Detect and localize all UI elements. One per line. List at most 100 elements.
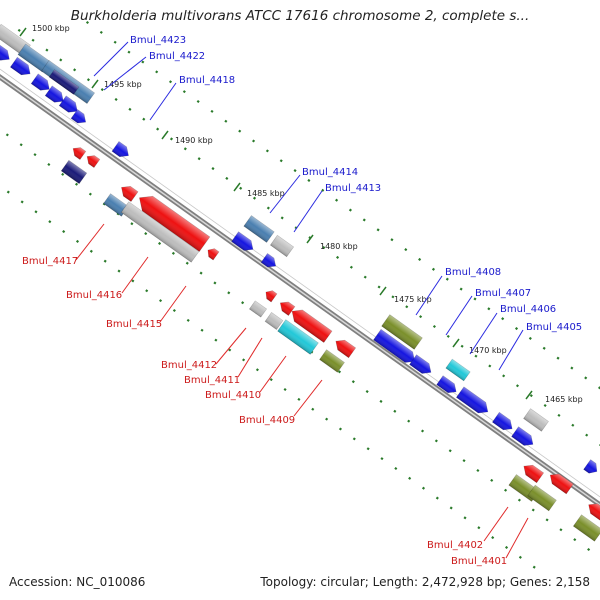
gene-reverse[interactable] bbox=[277, 298, 296, 316]
guide-dash bbox=[335, 198, 339, 202]
gene-label-forward[interactable]: Bmul_4414 bbox=[269, 167, 358, 214]
gene-shading bbox=[249, 300, 267, 318]
guide-dash bbox=[266, 206, 270, 210]
gene-shading bbox=[112, 141, 129, 157]
gene-reverse[interactable] bbox=[288, 306, 333, 343]
gene-forward[interactable] bbox=[491, 411, 515, 433]
gene-feature[interactable] bbox=[48, 69, 80, 95]
tick-label: 1500 kbp bbox=[32, 24, 70, 33]
guide-dash bbox=[529, 394, 533, 398]
gene-label-text: Bmul_4401 bbox=[451, 556, 507, 567]
gene-reverse[interactable] bbox=[332, 336, 357, 359]
gene-label-reverse[interactable]: Bmul_4411 bbox=[184, 337, 263, 386]
gene-forward[interactable] bbox=[583, 459, 600, 477]
guide-dash bbox=[542, 346, 546, 350]
guide-dash bbox=[211, 167, 215, 171]
gene-forward[interactable] bbox=[9, 56, 33, 78]
gene-shading bbox=[0, 43, 10, 61]
gene-forward[interactable] bbox=[0, 43, 13, 64]
gene-feature[interactable] bbox=[277, 319, 319, 355]
gene-feature[interactable] bbox=[527, 484, 557, 512]
gene-feature[interactable] bbox=[445, 358, 471, 382]
gene-forward[interactable] bbox=[260, 253, 279, 270]
gene-label-reverse[interactable]: Bmul_4415 bbox=[106, 285, 187, 330]
gene-label-reverse[interactable]: Bmul_4416 bbox=[66, 256, 149, 301]
gene-label-text: Bmul_4412 bbox=[161, 360, 217, 371]
gene-feature[interactable] bbox=[381, 314, 423, 350]
gene-feature[interactable] bbox=[264, 312, 284, 330]
gene-forward[interactable] bbox=[455, 386, 491, 417]
guide-dash bbox=[476, 468, 480, 473]
gene-reverse[interactable] bbox=[118, 182, 139, 202]
gene-label-reverse[interactable]: Bmul_4412 bbox=[161, 327, 247, 371]
guide-dash bbox=[185, 261, 189, 265]
gene-feature[interactable] bbox=[60, 159, 88, 185]
guide-dash bbox=[89, 249, 93, 253]
gene-forward[interactable] bbox=[436, 375, 460, 397]
tick-label: 1470 kbp bbox=[469, 346, 507, 355]
guide-dash bbox=[182, 90, 186, 94]
gene-forward[interactable] bbox=[30, 73, 53, 94]
gene-label-forward[interactable]: Bmul_4408 bbox=[415, 267, 501, 316]
gene-forward[interactable] bbox=[409, 354, 435, 378]
gene-forward[interactable] bbox=[44, 85, 67, 106]
guide-dash bbox=[74, 182, 79, 186]
guide-dash bbox=[556, 356, 560, 360]
gene-label-reverse[interactable]: Bmul_4409 bbox=[239, 379, 323, 426]
guide-dash bbox=[432, 324, 436, 329]
summary-text: Topology: circular; Length: 2,472,928 bp… bbox=[260, 575, 590, 589]
gene-label-forward[interactable]: Bmul_4422 bbox=[103, 51, 205, 91]
gene-reverse[interactable] bbox=[70, 144, 87, 160]
gene-reverse[interactable] bbox=[84, 152, 101, 168]
guide-dash bbox=[227, 291, 231, 295]
gene-forward[interactable] bbox=[58, 95, 81, 116]
guide-dash bbox=[127, 50, 131, 54]
gene-label-reverse[interactable]: Bmul_4417 bbox=[22, 223, 105, 267]
gene-shading bbox=[73, 147, 86, 160]
gene-reverse[interactable] bbox=[520, 461, 545, 484]
gene-reverse[interactable] bbox=[134, 190, 211, 252]
gene-label-forward[interactable]: Bmul_4407 bbox=[445, 288, 531, 336]
gene-reverse[interactable] bbox=[205, 246, 220, 261]
gene-feature[interactable] bbox=[248, 300, 268, 318]
gene-label-forward[interactable]: Bmul_4405 bbox=[498, 322, 582, 371]
gene-reverse[interactable] bbox=[547, 470, 574, 495]
guide-dash bbox=[307, 178, 311, 183]
backbone bbox=[0, 68, 600, 508]
gene-shading bbox=[523, 465, 544, 483]
gene-reverse[interactable] bbox=[263, 288, 278, 303]
gene-label-reverse[interactable]: Bmul_4410 bbox=[205, 355, 287, 401]
guide-dash bbox=[85, 20, 90, 25]
gene-feature[interactable] bbox=[120, 201, 200, 263]
guide-dash bbox=[448, 449, 452, 453]
gene-reverse[interactable] bbox=[585, 500, 600, 521]
guide-dash bbox=[559, 528, 563, 532]
guide-dash bbox=[418, 257, 422, 261]
gene-label-forward[interactable]: Bmul_4423 bbox=[93, 35, 186, 77]
gene-feature[interactable] bbox=[103, 193, 129, 217]
guide-dash bbox=[33, 153, 37, 157]
gene-forward[interactable] bbox=[111, 141, 132, 160]
guide-dash bbox=[394, 466, 398, 471]
gene-label-forward[interactable]: Bmul_4418 bbox=[149, 75, 235, 121]
gene-label-reverse[interactable]: Bmul_4401 bbox=[451, 517, 529, 567]
gene-label-forward[interactable]: Bmul_4413 bbox=[293, 183, 381, 233]
gene-shading bbox=[18, 43, 50, 73]
gene-feature[interactable] bbox=[17, 43, 51, 73]
guide-dash bbox=[473, 297, 477, 301]
gene-forward[interactable] bbox=[511, 426, 537, 450]
guide-dash bbox=[460, 344, 464, 348]
gene-feature[interactable] bbox=[269, 234, 295, 258]
guide-dash bbox=[570, 366, 574, 370]
gene-forward[interactable] bbox=[231, 231, 257, 255]
guide-dash bbox=[336, 255, 340, 259]
gene-label-forward[interactable]: Bmul_4406 bbox=[469, 304, 556, 355]
gene-feature[interactable] bbox=[523, 408, 549, 432]
gene-feature[interactable] bbox=[572, 514, 600, 542]
forward-gene-labels: Bmul_4423 Bmul_4422 Bmul_4418 Bmul_4414 … bbox=[93, 35, 582, 371]
gene-forward[interactable] bbox=[373, 328, 419, 366]
gene-forward[interactable] bbox=[70, 109, 89, 126]
gene-label-reverse[interactable]: Bmul_4402 bbox=[427, 506, 509, 551]
gene-feature[interactable] bbox=[319, 349, 345, 373]
gene-feature[interactable] bbox=[243, 215, 275, 243]
